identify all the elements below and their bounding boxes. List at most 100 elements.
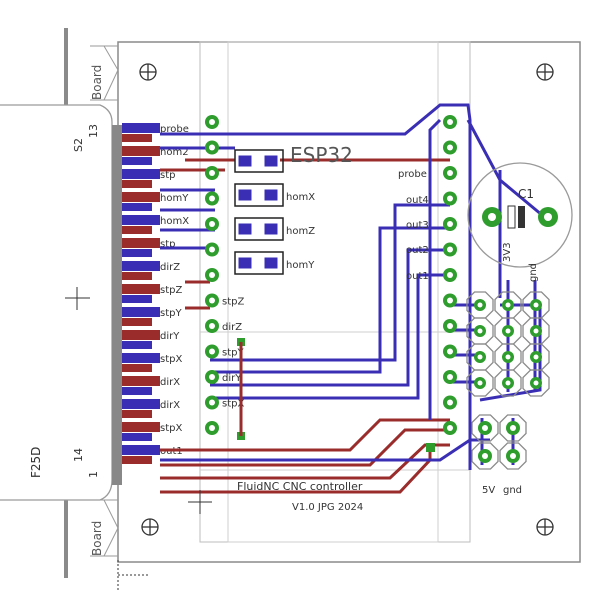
resistor — [234, 251, 284, 275]
pad-hole — [209, 297, 215, 304]
pad-hole — [447, 272, 453, 278]
connector-pin-group: probehom2stphomYhomXstpdirZstpZstpYdirYs… — [122, 123, 189, 464]
connector-pin — [122, 123, 160, 133]
pad-hole — [477, 302, 483, 308]
connector-pin — [122, 422, 160, 432]
resistor-array: homX homZ homY — [234, 149, 315, 275]
connector-pin-top: 13 — [87, 124, 100, 138]
connector-pin-label: stpX — [160, 354, 182, 365]
connector-pin — [122, 433, 152, 441]
pad-hole — [533, 328, 539, 334]
pad-hole — [447, 425, 453, 431]
db25-connector: F25D 13 S2 14 1 Board Board — [0, 28, 122, 578]
board-label-top: Board — [90, 65, 104, 100]
connector-pin — [122, 215, 160, 225]
connector-pin — [122, 295, 152, 303]
pad-hole — [477, 328, 483, 334]
pad-hole — [447, 170, 453, 176]
connector-pin-label: stpY — [160, 308, 182, 319]
capacitor-label: C1 — [518, 187, 534, 201]
pad-hole — [447, 323, 453, 329]
connector-pin — [122, 261, 160, 271]
connector-pin — [122, 134, 152, 142]
mounting-holes — [139, 63, 554, 536]
pad-hole — [447, 246, 453, 253]
connector-pin-bottom: 1 — [87, 471, 100, 478]
top-copper-traces — [160, 103, 549, 470]
connector-pin — [122, 203, 152, 211]
board-title: FluidNC CNC controller — [237, 480, 363, 493]
pad-hole — [209, 221, 215, 227]
connector-pin-label: dirX — [160, 400, 180, 411]
pad-hole — [447, 144, 453, 151]
module-outline — [227, 41, 439, 543]
connector-pin-label: homY — [160, 193, 189, 204]
pad-hole — [209, 119, 215, 125]
connector-pin — [122, 341, 152, 349]
pad-hole — [209, 170, 215, 176]
pad-hole — [209, 246, 215, 253]
connector-pin — [122, 410, 152, 418]
pad-hole — [447, 348, 453, 355]
resistor — [234, 217, 284, 241]
connector-pin — [122, 456, 152, 464]
right-label-out2: out2 — [406, 245, 429, 256]
resistor — [234, 149, 284, 173]
power-pad-outline — [471, 414, 499, 442]
jumper-pad-outline — [466, 369, 494, 397]
connector-pin — [122, 387, 152, 395]
right-header-labels: probe out4 out3 out2 out1 — [398, 169, 429, 282]
pad-hole — [505, 354, 511, 360]
pad-hole — [209, 272, 215, 278]
connector-pin — [122, 399, 160, 409]
right-label-out4: out4 — [406, 195, 429, 206]
connector-pin-label: homX — [160, 216, 189, 227]
connector-pin-label: probe — [160, 124, 189, 135]
power-pad-outline — [471, 442, 499, 470]
pad-hole — [505, 302, 511, 308]
jumper-pad-outline — [522, 369, 550, 397]
bottom-copper-traces — [160, 158, 450, 494]
resistor-label: homY — [286, 260, 315, 271]
connector-pin — [122, 330, 160, 340]
right-label-probe: probe — [398, 169, 427, 180]
origin-dashes — [117, 560, 150, 590]
connector-pin — [122, 353, 160, 363]
board-label-bottom: Board — [90, 521, 104, 556]
pad-hole — [505, 328, 511, 334]
connector-pin-label: dirZ — [160, 262, 180, 273]
pad-hole — [533, 380, 539, 386]
jumper-block — [466, 291, 550, 397]
label-gnd-right: gnd — [528, 263, 539, 282]
pad-hole — [505, 380, 511, 386]
pad-hole — [209, 399, 215, 406]
left-pad-label: stpZ — [222, 297, 244, 308]
pad-hole — [209, 348, 215, 355]
esp32-label: ESP32 — [290, 143, 353, 167]
connector-pin-label: stp — [160, 239, 175, 250]
connector-pin — [122, 169, 160, 179]
power-pad-outline — [499, 442, 527, 470]
connector-pin — [122, 249, 152, 257]
connector-pin-label: stp — [160, 170, 175, 181]
pad-hole — [209, 374, 215, 380]
connector-shield: S2 — [72, 138, 85, 152]
pad-hole — [510, 425, 516, 431]
label-5v: 5V — [482, 485, 495, 496]
connector-pin — [122, 445, 160, 455]
pad-hole — [482, 425, 488, 431]
power-pad-outline — [499, 414, 527, 442]
jumper-pad-outline — [494, 369, 522, 397]
label-gnd-bottom: gnd — [503, 485, 522, 496]
connector-pin — [122, 192, 160, 202]
pad-hole — [447, 297, 453, 304]
left-pad-label: dirY — [222, 373, 242, 384]
connector-pin — [122, 146, 160, 156]
connector-pin — [122, 376, 160, 386]
pad-hole — [209, 144, 215, 151]
origin-marker — [188, 490, 212, 514]
pad-hole — [209, 323, 215, 329]
